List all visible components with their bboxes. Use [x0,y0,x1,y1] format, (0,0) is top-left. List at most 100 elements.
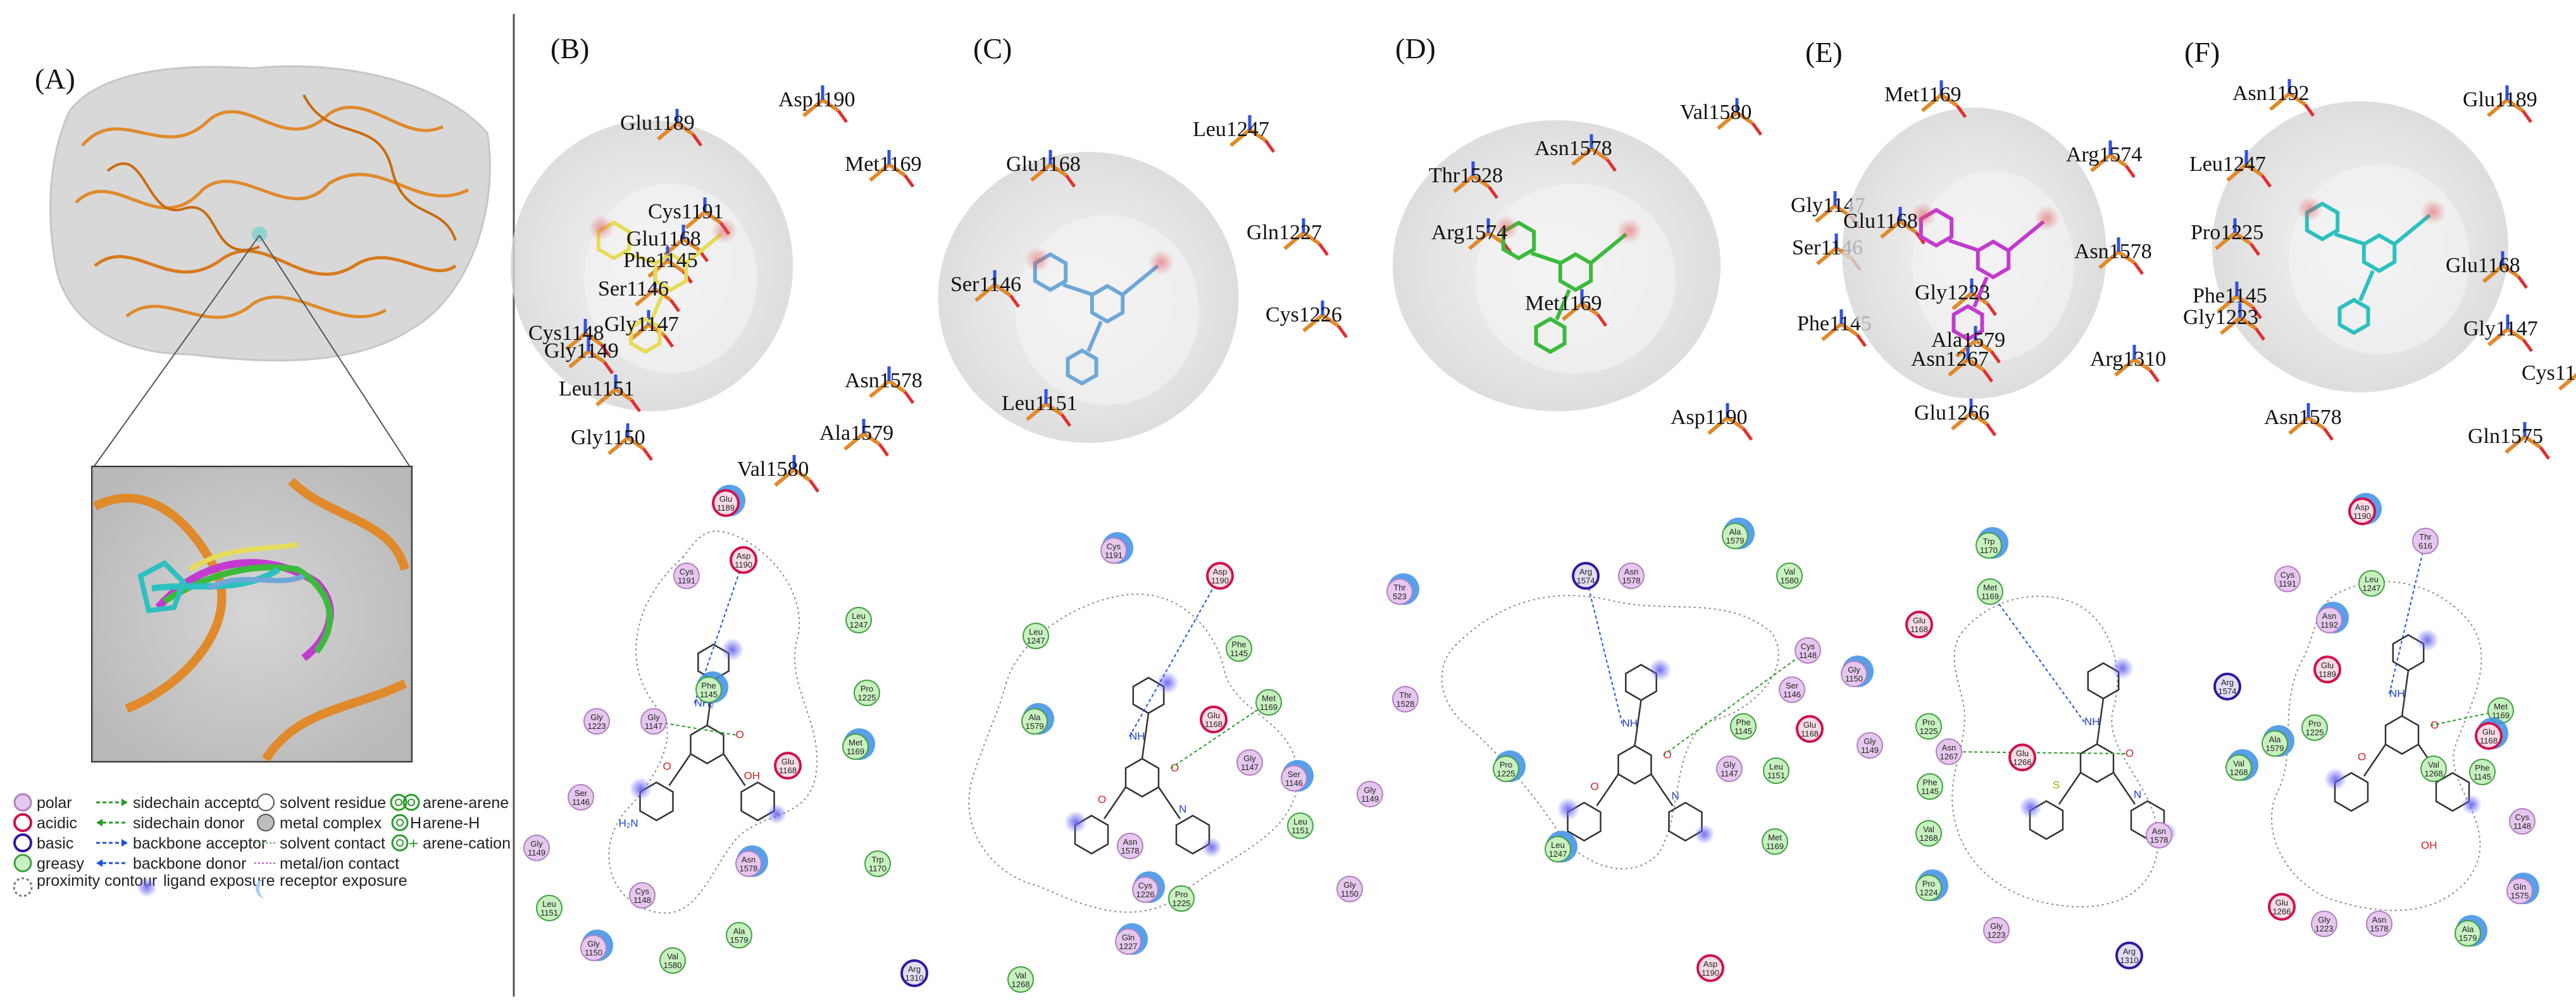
residue-node-gly1149: Gly1149 [1857,732,1883,759]
ligand-exposure-blob [1064,811,1087,833]
residue-node-cys1191: Cys1191 [1100,532,1133,564]
interaction-legend: polar acidic basic greasy proximity cont… [13,793,511,899]
svg-text:1578: 1578 [740,864,758,873]
residue-node-cys1226: Cys1226 [1132,871,1165,903]
atom-label: S [2053,779,2060,791]
svg-text:Pro: Pro [861,684,873,694]
residue-label-3d: Val1580 [737,457,809,481]
svg-text:Gly: Gly [1990,921,2003,931]
residue-label-3d: Phe1145 [2193,284,2267,308]
svg-text:1151: 1151 [540,908,558,918]
panel-c-label: (C) [973,32,1012,65]
svg-text:Ala: Ala [2269,735,2282,744]
svg-text:Cys: Cys [2280,570,2295,580]
svg-text:Leu: Leu [542,899,556,909]
legend-solvent-residue: solvent residue [280,794,386,812]
svg-text:1579: 1579 [2459,933,2477,943]
atom-label: OH [2421,840,2437,852]
residue-node-cys1148: Cys1148 [2509,808,2536,835]
svg-text:Arg: Arg [2123,947,2136,956]
svg-text:Leu: Leu [1293,817,1307,826]
svg-text:Gln: Gln [1122,933,1135,942]
atom-label: H₂N [619,818,638,830]
svg-text:1169: 1169 [1981,592,1999,601]
svg-text:Gly: Gly [587,939,600,949]
residue-sticks [2215,79,2576,460]
svg-text:1225: 1225 [858,693,876,702]
protein-overview [49,65,491,362]
residue-label-3d: Gly1223 [1915,281,1990,304]
svg-text:1145: 1145 [2473,772,2491,781]
svg-text:1224: 1224 [1920,888,1938,897]
legend-metal-complex-icon [257,814,275,831]
residue-node-glu1168: Glu1168 [2475,718,2508,750]
svg-text:Asn: Asn [2322,611,2336,621]
residue-node-gly1147: Gly1147 [1716,756,1743,782]
atom-label: O [736,729,744,741]
residue-node-glu1266: Glu1266 [2008,744,2036,771]
svg-text:1247: 1247 [1549,849,1567,859]
svg-text:Trp: Trp [1982,537,1994,546]
svg-text:Val: Val [1784,567,1795,576]
svg-text:+: + [409,834,418,853]
legend-basic-icon [13,833,32,852]
atom-label: O [1664,749,1672,761]
panel-e-label: (E) [1805,36,1843,68]
legend-backbone-acceptor: backbone acceptor [133,835,266,852]
svg-text:1189: 1189 [717,503,735,513]
svg-text:1145: 1145 [700,690,718,699]
svg-text:Phe: Phe [701,681,716,690]
svg-text:Leu: Leu [2365,575,2379,584]
panel-c: (C)Leu1247Glu1168Gln1227Ser1146Cys1226Le… [900,32,1383,993]
atom-label: NH [1622,718,1638,730]
legend-sc-donor-arrow [96,819,103,826]
interaction-diagram-2d: NHOSNTrp1170Met1169Glu1168Arg1574Ala1579… [1905,527,2294,969]
svg-text:1190: 1190 [2353,511,2371,521]
residue-node-glu1168: Glu1168 [774,752,802,780]
residue-label-3d: Asp1190 [778,88,856,111]
svg-text:1146: 1146 [1285,778,1303,788]
ligand-exposure-blob [1202,837,1222,857]
residue-node-gly1223: Gly1223 [1983,917,2010,943]
legend-solvent-residue-icon [257,793,275,811]
residue-node-leu1151: Leu1151 [1287,812,1314,839]
interaction-diagram-2d: NHOONOHAsp1190Thr616Cys1191Leu1247Asn119… [2268,493,2539,947]
legend-solvent-contact: solvent contact [280,835,385,852]
svg-text:1191: 1191 [678,576,695,585]
residue-node-asp1190: Asp1190 [1696,954,1724,982]
svg-text:1225: 1225 [1497,769,1515,778]
residue-label-3d: Cys1148 [528,321,604,345]
ligand-exposure-blob [766,804,787,824]
residue-node-asn1578: Asn1578 [735,845,768,877]
legend-ligand-exposure-icon [137,877,157,897]
residue-label-3d: Leu1151 [559,377,635,401]
residue-label-3d: Cys1226 [1266,303,1342,327]
svg-text:1190: 1190 [1211,576,1229,585]
legend-arene-arene-icon [390,793,420,811]
svg-text:1150: 1150 [585,948,602,957]
legend-proximity-icon [13,877,33,897]
ligand-exposure-blob [1557,797,1580,821]
residue-node-glu1189: Glu1189 [712,485,745,517]
residue-label-3d: Ser1146 [598,277,669,301]
svg-text:Cys: Cys [1801,642,1815,651]
residue-node-ala1579: Ala1579 [1021,703,1054,735]
atom-label: N [2134,788,2141,800]
svg-text:Cys: Cys [1107,542,1121,551]
ligand-exposure-blob [1648,658,1672,681]
residue-node-phe1145: Phe1145 [2469,759,2496,785]
svg-text:1528: 1528 [1397,699,1415,709]
residue-node-glu1266: Glu1266 [2268,893,2296,921]
svg-text:1168: 1168 [779,766,797,775]
svg-text:Glu: Glu [1803,720,1816,730]
residue-label-3d: Leu1247 [1193,118,1269,141]
svg-text:1225: 1225 [1173,899,1191,908]
residue-label-3d: Val1580 [1680,101,1752,124]
svg-text:Arg: Arg [2221,678,2234,687]
residue-label-3d: Arg1574 [2066,143,2142,166]
residue-node-leu1247: Leu1247 [1023,623,1049,649]
residue-label-3d: Met1169 [1525,292,1602,315]
svg-text:1579: 1579 [1726,536,1745,545]
residue-node-met1169: Met1169 [1762,828,1788,855]
